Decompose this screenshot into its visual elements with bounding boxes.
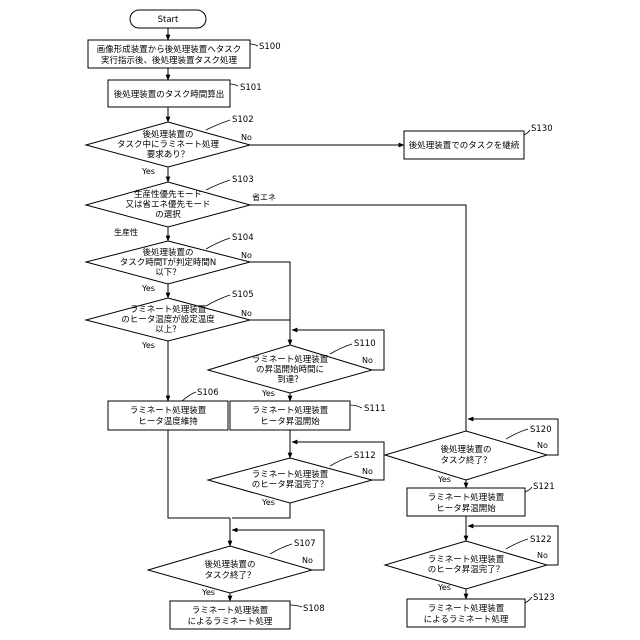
step-label-s120: S120 xyxy=(530,425,552,435)
leader-s108 xyxy=(290,605,302,607)
s130-line-1: 後処理装置でのタスクを継続 xyxy=(409,140,520,151)
label-s105-no: No xyxy=(241,309,252,318)
leader-s130 xyxy=(524,130,530,135)
leader-s107 xyxy=(270,544,292,554)
s123-line-1: ラミネート処理装置 xyxy=(428,603,505,614)
s120-line-2: タスク終了？ xyxy=(440,455,491,466)
leader-s100 xyxy=(250,44,258,46)
label-s104-no: No xyxy=(241,251,252,260)
leader-s102 xyxy=(206,120,230,130)
step-label-s105: S105 xyxy=(232,290,254,300)
s111-line-1: ラミネート処理装置 xyxy=(252,405,329,416)
s102-line-3: 要求あり？ xyxy=(147,149,190,160)
s105-line-3: 以上？ xyxy=(155,325,181,335)
leader-s111 xyxy=(350,405,362,408)
s104-line-1: 後処理装置の xyxy=(142,247,193,258)
s104-line-3: 以下？ xyxy=(155,268,181,278)
step-label-s100: S100 xyxy=(259,42,281,52)
step-label-s111: S111 xyxy=(364,404,386,414)
step-label-s103: S103 xyxy=(232,175,254,185)
s107-line-2: タスク終了？ xyxy=(204,570,255,581)
step-labels: S100 S101 S102 S130 S103 S104 S105 S110 … xyxy=(182,42,555,614)
label-s112-yes: Yes xyxy=(261,498,275,507)
s108-line-1: ラミネート処理装置 xyxy=(192,605,269,616)
label-s110-yes: Yes xyxy=(261,389,275,398)
s103-line-3: の選択 xyxy=(155,209,181,220)
step-label-s104: S104 xyxy=(232,233,254,243)
leader-s123 xyxy=(525,597,532,603)
label-s120-no: No xyxy=(537,441,548,450)
s105-line-1: ラミネート処理装置 xyxy=(130,304,207,315)
s120-line-1: 後処理装置の xyxy=(440,444,491,455)
leader-s106 xyxy=(182,392,196,401)
step-label-s123: S123 xyxy=(533,593,555,603)
label-s110-no: No xyxy=(362,356,373,365)
s102-line-2: タスク中にラミネート処理 xyxy=(117,139,220,150)
label-s105-yes: Yes xyxy=(141,341,155,350)
leader-s104 xyxy=(206,238,230,249)
label-s107-yes: Yes xyxy=(201,588,215,597)
s121-line-1: ラミネート処理装置 xyxy=(428,492,505,503)
leader-s110 xyxy=(330,344,352,354)
leader-s103 xyxy=(206,180,230,190)
step-label-s121: S121 xyxy=(533,482,555,492)
s123-line-2: によるラミネート処理 xyxy=(424,614,509,625)
leader-s101 xyxy=(230,84,238,86)
s103-line-1: 生産性優先モード xyxy=(134,189,202,200)
step-label-s122: S122 xyxy=(530,535,552,545)
leader-s105 xyxy=(206,295,230,306)
leader-s112 xyxy=(330,456,352,466)
leader-s120 xyxy=(506,429,528,439)
s110-line-1: ラミネート処理装置 xyxy=(252,354,329,365)
leader-s121 xyxy=(525,487,532,492)
s104-line-2: タスク時間Tが判定時間N xyxy=(120,257,217,268)
s105-line-2: のヒータ温度が設定温度 xyxy=(121,314,215,325)
s110-line-2: の昇温開始時間に xyxy=(256,364,324,375)
edge-s106-join xyxy=(168,430,230,518)
s110-line-3: 到達？ xyxy=(277,374,303,385)
step-label-s112: S112 xyxy=(354,451,376,461)
label-s103-energy: 省エネ xyxy=(252,192,276,202)
s102-line-1: 後処理装置の xyxy=(142,129,193,140)
s106-line-1: ラミネート処理装置 xyxy=(130,405,207,416)
step-label-s110: S110 xyxy=(354,339,376,349)
step-label-s101: S101 xyxy=(240,83,262,93)
s106-line-2: ヒータ温度維持 xyxy=(138,416,198,427)
leader-s122 xyxy=(506,539,528,549)
s100-line-1: 画像形成装置から後処理装置へタスク xyxy=(97,44,242,55)
label-s107-no: No xyxy=(302,556,313,565)
s101-line-1: 後処理装置のタスク時間算出 xyxy=(114,89,225,100)
label-s120-yes: Yes xyxy=(437,475,451,484)
step-label-s130: S130 xyxy=(531,124,553,134)
s122-line-1: ラミネート処理装置 xyxy=(428,554,505,565)
edge-s104-s110 xyxy=(250,262,290,345)
label-s122-no: No xyxy=(537,551,548,560)
label-s102-no: No xyxy=(241,133,252,142)
step-label-s102: S102 xyxy=(232,115,254,125)
s103-line-2: 又は省エネ優先モード xyxy=(125,199,210,210)
s112-line-2: のヒータ昇温完了？ xyxy=(252,479,329,490)
label-s103-productivity: 生産性 xyxy=(114,227,138,237)
s122-line-2: のヒータ昇温完了？ xyxy=(428,564,505,575)
edge-s112-join xyxy=(232,503,290,518)
s107-line-1: 後処理装置の xyxy=(204,559,255,570)
s111-line-2: ヒータ昇温開始 xyxy=(260,416,320,427)
s100-line-2: 実行指示後、後処理装置タスク処理 xyxy=(101,55,238,66)
label-s112-no: No xyxy=(362,467,373,476)
start-label: Start xyxy=(158,15,179,25)
label-s102-yes: Yes xyxy=(141,167,155,176)
label-s122-yes: Yes xyxy=(437,583,451,592)
step-label-s108: S108 xyxy=(303,604,325,614)
s121-line-2: ヒータ昇温開始 xyxy=(436,503,496,514)
s112-line-1: ラミネート処理装置 xyxy=(252,469,329,480)
s108-line-2: によるラミネート処理 xyxy=(188,616,273,627)
step-label-s106: S106 xyxy=(197,388,219,398)
step-label-s107: S107 xyxy=(294,539,316,549)
label-s104-yes: Yes xyxy=(141,284,155,293)
